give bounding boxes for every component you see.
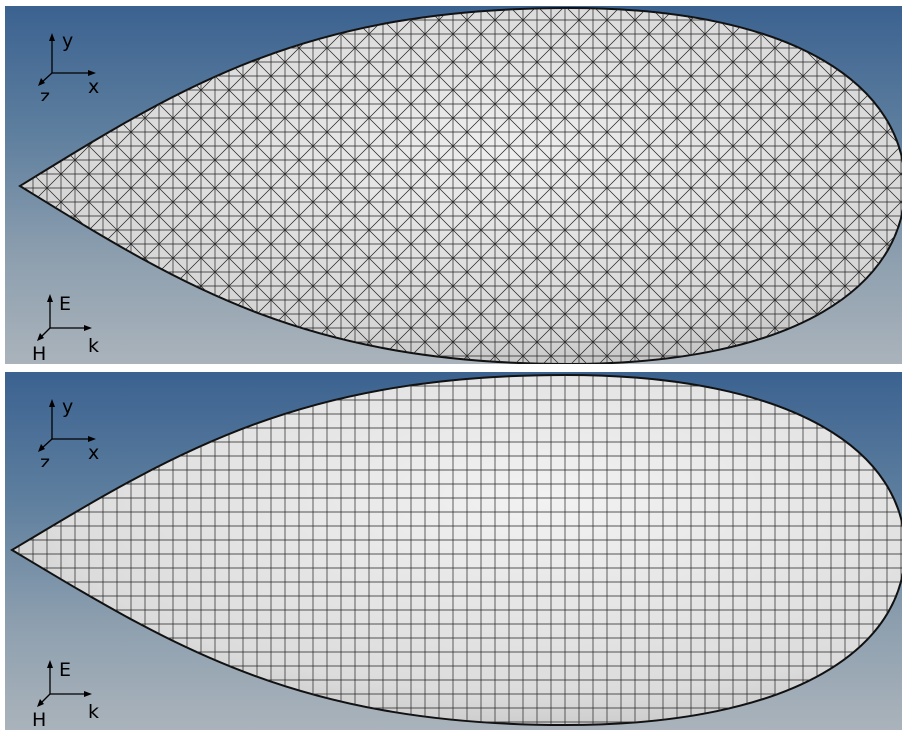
x-axis-label: x — [88, 442, 99, 464]
z-axis-label: z — [40, 452, 50, 467]
h-axis-label: H — [32, 709, 46, 730]
panel-separator — [5, 364, 902, 372]
h-axis-label: H — [32, 343, 46, 364]
x-axis-label: x — [88, 76, 99, 98]
quad-mesh-view — [10, 373, 902, 727]
triangle-mesh-view — [18, 6, 902, 364]
teardrop-body — [10, 373, 902, 727]
y-axis-label: y — [62, 396, 73, 418]
y-axis-label: y — [62, 30, 73, 52]
k-axis-label: k — [88, 335, 99, 357]
teardrop-body — [18, 6, 902, 364]
ehk-axes-triad: E k H — [32, 659, 99, 730]
ehk-axes-triad: E k H — [32, 293, 99, 364]
quad-mesh-panel: y x z E k H — [5, 372, 902, 730]
triangle-mesh-panel: y x z E k H — [5, 6, 902, 364]
xyz-axes-triad: y x z — [38, 30, 99, 101]
e-axis-label: E — [59, 293, 71, 315]
e-axis-label: E — [59, 659, 71, 681]
k-axis-label: k — [88, 701, 99, 723]
xyz-axes-triad: y x z — [38, 396, 99, 467]
z-axis-label: z — [40, 86, 50, 101]
